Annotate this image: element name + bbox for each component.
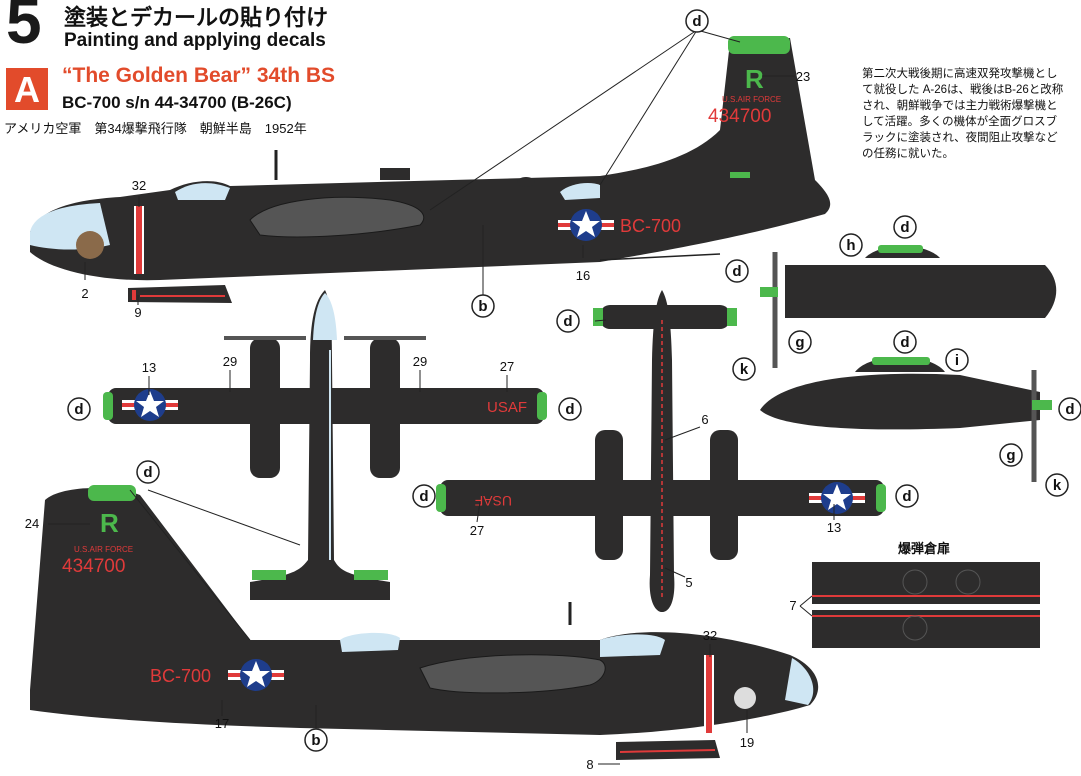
- bomb-door-title: 爆弾倉扉: [898, 541, 951, 556]
- bomb-door-detail: [799, 562, 1040, 648]
- callout-2: 2: [81, 286, 88, 301]
- callout-d-4-label: d: [565, 401, 574, 418]
- plan-view-bottom: USAF: [436, 290, 886, 612]
- callout-13-bottom: 13: [827, 520, 841, 535]
- callout-d-6-label: d: [902, 488, 911, 505]
- callout-b-2-label: b: [311, 732, 320, 749]
- callout-5: 5: [685, 575, 692, 590]
- callout-i-label: i: [955, 352, 959, 369]
- title-japanese: 塗装とデカールの貼り付け: [64, 5, 329, 30]
- callout-g-2: [999, 443, 1023, 467]
- nacelle-views: [760, 245, 1057, 482]
- callout-24: 24: [25, 516, 39, 531]
- callout-23: 23: [796, 69, 810, 84]
- callout-6: 6: [701, 412, 708, 427]
- callout-k-2: [1045, 473, 1069, 497]
- nose-art-bear-icon: [76, 231, 104, 259]
- side-view-left: R U.S.AIR FORCE 434700 BC-700: [30, 36, 831, 303]
- callout-h: [839, 233, 863, 257]
- callout-7: 7: [789, 598, 796, 613]
- wing-text-bottom: USAF: [475, 493, 512, 509]
- callout-d-8-label: d: [900, 219, 909, 236]
- callout-k-2-label: k: [1053, 477, 1062, 494]
- fuselage-code-left: BC-700: [620, 216, 681, 236]
- callout-9: 9: [134, 305, 141, 320]
- tail-text-left: U.S.AIR FORCE: [722, 95, 781, 104]
- tail-serial-left: 434700: [708, 106, 771, 127]
- callout-d-7-label: d: [143, 464, 152, 481]
- callout-i: [945, 348, 969, 372]
- callout-d-3-label: d: [74, 401, 83, 418]
- callout-g-1: [788, 330, 812, 354]
- callout-16: 16: [576, 268, 590, 283]
- callout-32-top: 32: [132, 178, 146, 193]
- aircraft-name: “The Golden Bear” 34th BS: [62, 64, 336, 87]
- callout-g-2-label: g: [1006, 447, 1015, 464]
- tail-serial-right: 434700: [62, 556, 125, 577]
- callout-d-5-label: d: [419, 488, 428, 505]
- callout-d-10-label: d: [900, 334, 909, 351]
- callout-13-top: 13: [142, 360, 156, 375]
- callout-k-1: [732, 357, 756, 381]
- side-view-right: R U.S.AIR FORCE 434700 BC-700: [30, 485, 819, 760]
- tail-letter-left: R: [745, 64, 764, 94]
- plan-view-top: USAF: [103, 290, 547, 600]
- aircraft-unit: アメリカ空軍 第34爆撃飛行隊 朝鮮半島 1952年: [4, 121, 307, 136]
- callout-d-10: [893, 330, 917, 354]
- aircraft-serial: BC-700 s/n 44-34700 (B-26C): [62, 93, 292, 112]
- callout-d-1: [685, 9, 709, 33]
- callout-d-11: [1058, 397, 1081, 421]
- step-number: 5: [6, 0, 42, 57]
- tail-text-right: U.S.AIR FORCE: [74, 545, 133, 554]
- callout-d-11-label: d: [1065, 401, 1074, 418]
- callout-19: 19: [740, 735, 754, 750]
- nose-art-bear-icon-right: [734, 687, 756, 709]
- callout-d-1-label: d: [692, 13, 701, 30]
- callout-d-7: [136, 460, 160, 484]
- callout-g-1-label: g: [795, 334, 804, 351]
- callout-d-4: [558, 397, 582, 421]
- callout-h-label: h: [846, 237, 855, 254]
- fuselage-code-right: BC-700: [150, 666, 211, 686]
- callout-29-right: 29: [413, 354, 427, 369]
- callout-b-1: [471, 294, 495, 318]
- callout-d-5: [412, 484, 436, 508]
- callout-d-6: [895, 484, 919, 508]
- callout-27-bottom: 27: [470, 523, 484, 538]
- callout-17: 17: [215, 716, 229, 731]
- callout-b-2: [304, 728, 328, 752]
- tail-letter-right: R: [100, 508, 119, 538]
- callout-27-top: 27: [500, 359, 514, 374]
- callout-d-3: [67, 397, 91, 421]
- callout-32-bottom: 32: [703, 628, 717, 643]
- callout-d-2-label: d: [563, 313, 572, 330]
- variant-badge: A: [6, 68, 48, 110]
- leader-lines: [48, 29, 835, 765]
- callout-b-1-label: b: [478, 298, 487, 315]
- callout-d-8: [893, 215, 917, 239]
- callout-29-left: 29: [223, 354, 237, 369]
- callout-k-1-label: k: [740, 361, 749, 378]
- callout-8: 8: [586, 757, 593, 772]
- description-text: 第二次大戦後期に高速双発攻撃機として就役した A-26は、戦後はB-26と改称さ…: [862, 68, 1064, 160]
- wing-text-top: USAF: [487, 399, 527, 416]
- callout-d-9-label: d: [732, 263, 741, 280]
- callout-d-2: [556, 309, 580, 333]
- callout-d-9: [725, 259, 749, 283]
- title-english: Painting and applying decals: [64, 30, 326, 51]
